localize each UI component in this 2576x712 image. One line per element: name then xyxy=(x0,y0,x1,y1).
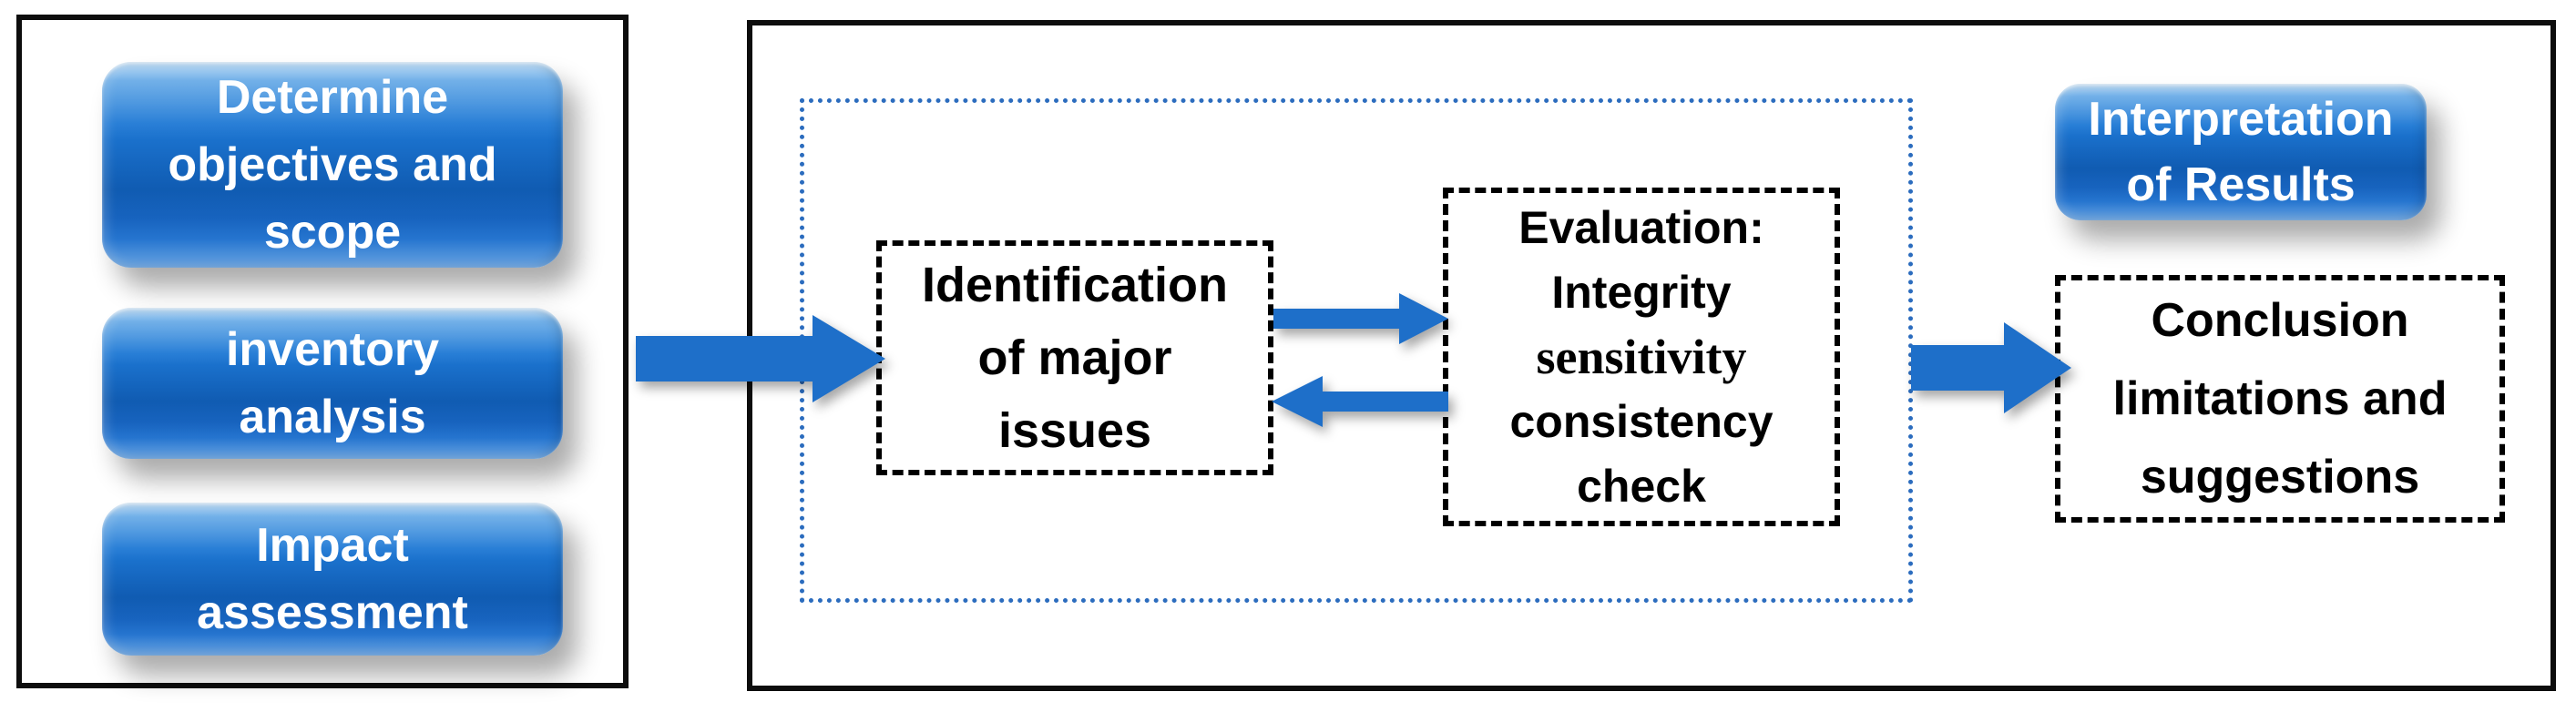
box-label-line: Evaluation: xyxy=(1518,201,1764,253)
button-label-line: assessment xyxy=(197,586,468,639)
button-label-line: analysis xyxy=(239,391,426,443)
button-label-line: scope xyxy=(263,206,402,259)
box-label-line: sensitivity xyxy=(1536,329,1747,384)
determine-objectives-button: Determine objectives and scope xyxy=(102,62,563,268)
right-arrow-icon xyxy=(636,315,885,402)
box-label-line: consistency xyxy=(1509,395,1774,447)
button-label-line: Impact xyxy=(256,519,409,572)
evaluation-box: Evaluation: Integrity sensitivity consis… xyxy=(1443,188,1840,526)
button-label-line: inventory xyxy=(225,323,440,376)
box-label-line: Integrity xyxy=(1551,266,1732,318)
button-label-line: objectives and xyxy=(168,138,497,191)
box-label-line: suggestions xyxy=(2140,451,2420,503)
box-label-line: Identification xyxy=(922,258,1228,312)
identification-box: Identification of major issues xyxy=(876,240,1273,475)
interpretation-results-button: Interpretation of Results xyxy=(2055,84,2427,220)
box-label-line: Conclusion xyxy=(2151,294,2409,347)
button-label-line: Interpretation xyxy=(2088,93,2394,146)
button-label-line: Determine xyxy=(216,71,449,124)
box-label-line: check xyxy=(1577,460,1706,512)
impact-assessment-button: Impact assessment xyxy=(102,503,563,656)
phases-panel: Determine objectives and scope inventory… xyxy=(16,15,629,688)
conclusion-box: Conclusion limitations and suggestions xyxy=(2055,275,2505,523)
right-arrow-icon xyxy=(1911,322,2071,413)
left-arrow-icon xyxy=(1272,376,1448,427)
box-label-line: of major xyxy=(977,331,1172,385)
button-label-line: of Results xyxy=(2126,158,2356,211)
inventory-analysis-button: inventory analysis xyxy=(102,308,563,459)
right-arrow-icon xyxy=(1273,293,1448,344)
box-label-line: limitations and xyxy=(2112,372,2448,425)
box-label-line: issues xyxy=(997,403,1152,458)
